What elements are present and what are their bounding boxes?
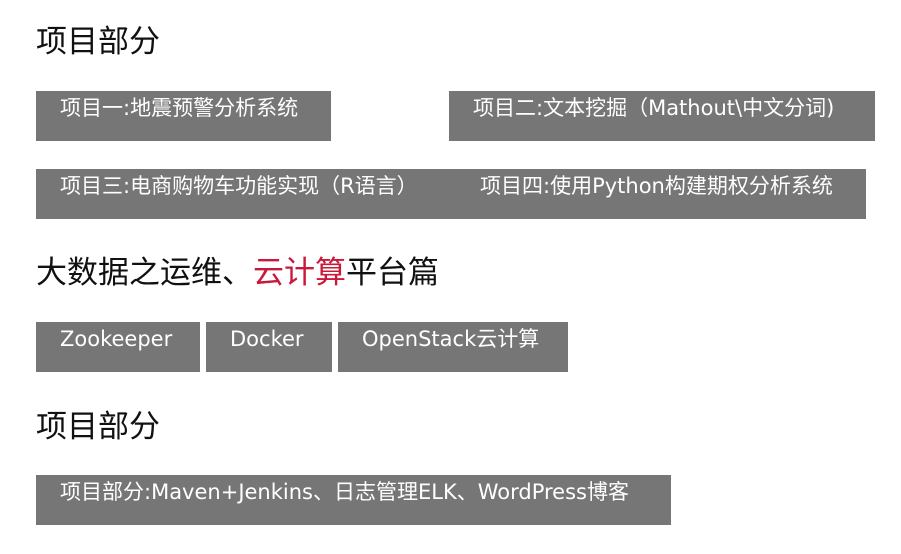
docker-button[interactable]: Docker [206,322,332,372]
openstack-button[interactable]: OpenStack云计算 [338,322,568,372]
project-devops-button[interactable]: 项目部分:Maven+Jenkins、日志管理ELK、WordPress博客 [36,475,671,525]
project-3-button[interactable]: 项目三:电商购物车功能实现（R语言） [36,169,456,219]
project-4-button[interactable]: 项目四:使用Python构建期权分析系统 [456,169,866,219]
section-title-accent: 云计算 [253,255,346,291]
section-title-projects: 项目部分 [36,24,160,60]
project-1-button[interactable]: 项目一:地震预警分析系统 [36,91,331,141]
project-2-button[interactable]: 项目二:文本挖掘（Mathout\中文分词) [449,91,875,141]
zookeeper-button[interactable]: Zookeeper [36,322,200,372]
section-title-projects-2: 项目部分 [36,409,160,445]
section-title-part: 大数据之运维、 [36,255,253,291]
section-title-ops-cloud: 大数据之运维、云计算平台篇 [36,255,439,291]
section-title-part: 平台篇 [346,255,439,291]
